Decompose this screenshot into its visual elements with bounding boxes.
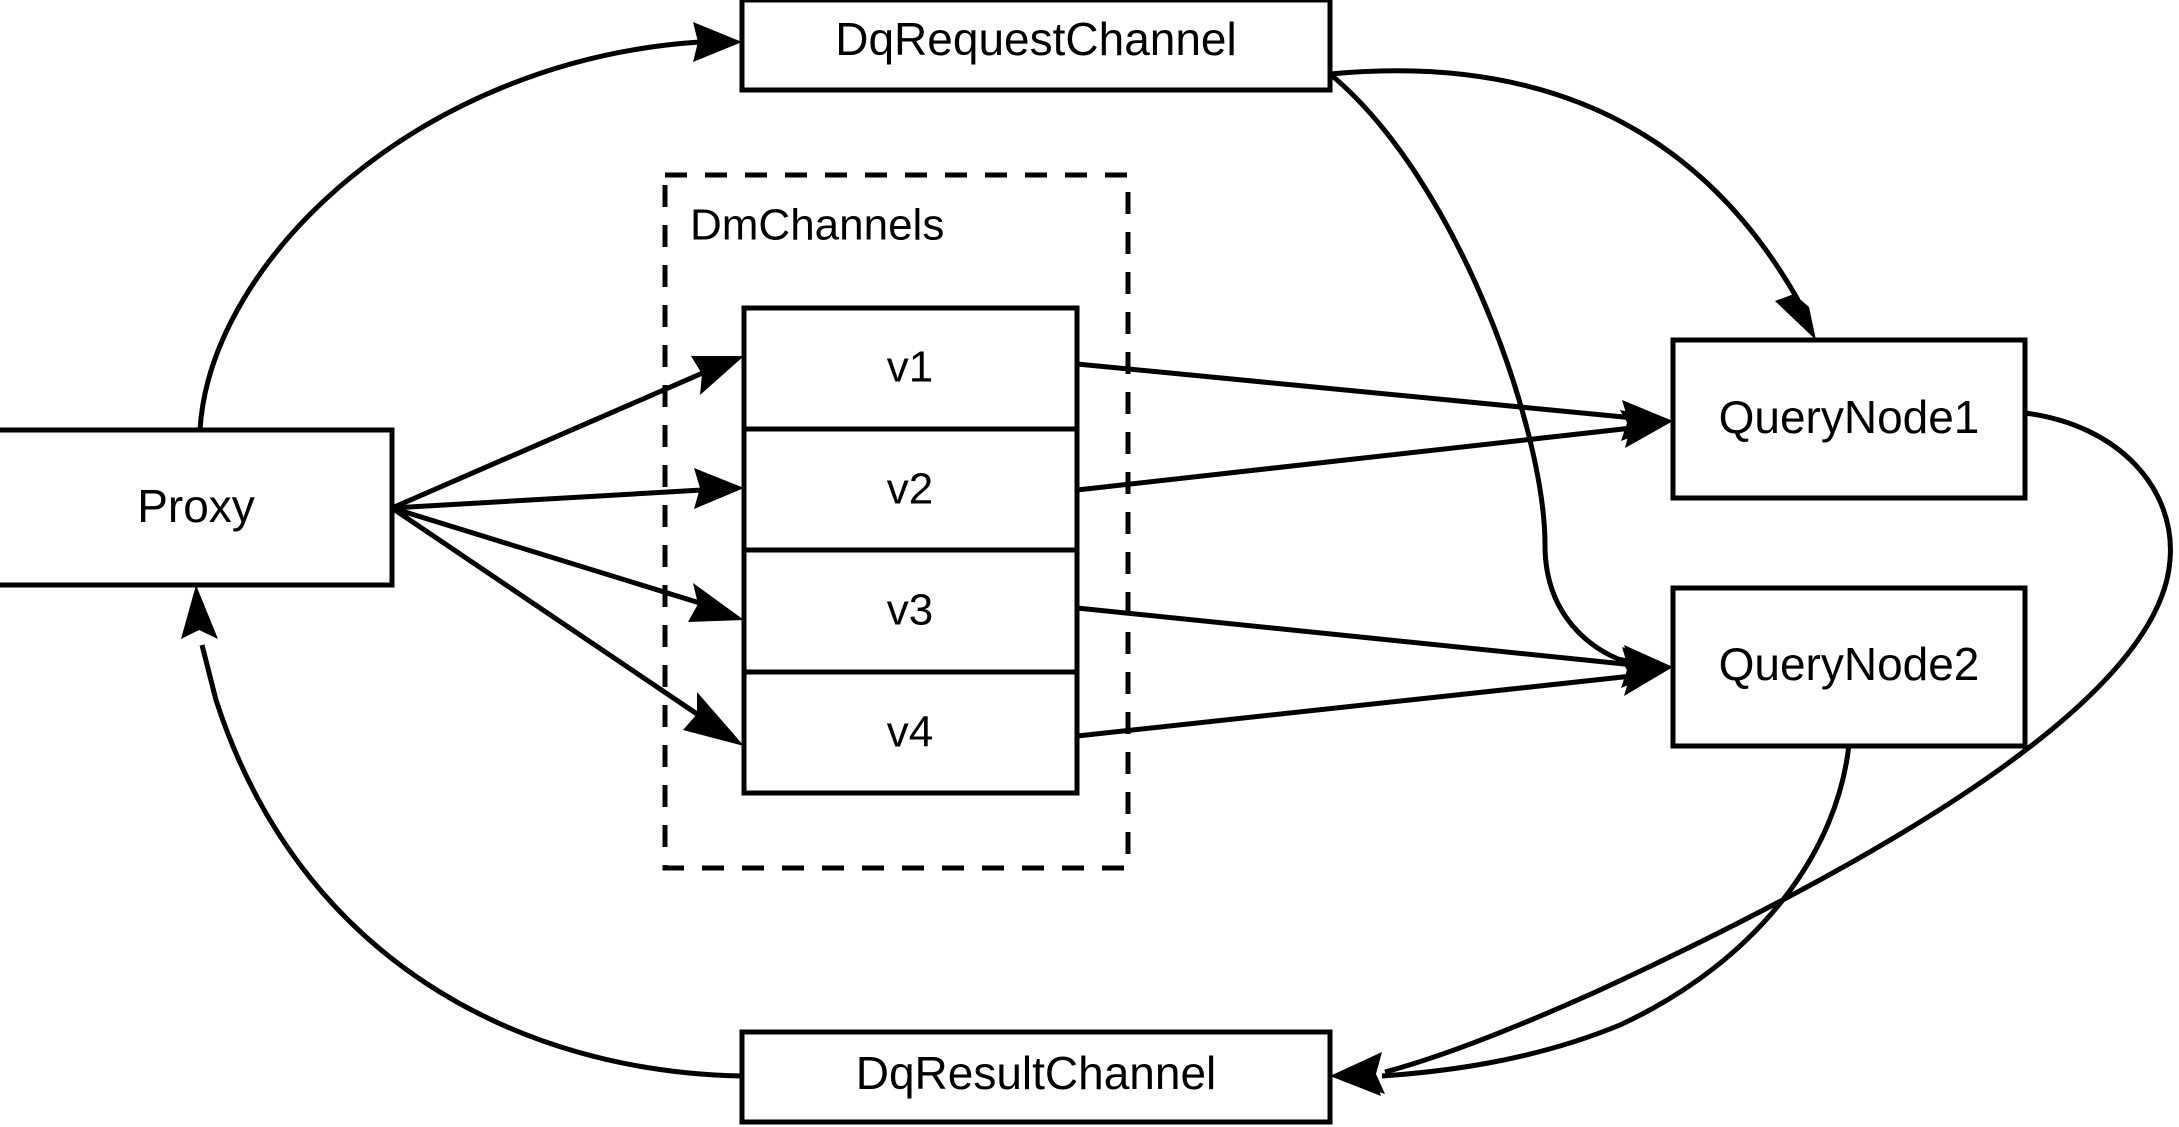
node-query-node-2[interactable]: QueryNode2 — [1670, 585, 2028, 749]
query-node-1-box[interactable] — [1670, 337, 2028, 501]
edge-v3-to-querynode2 — [1076, 605, 1673, 688]
query-node-2-box[interactable] — [1670, 585, 2028, 749]
arrowhead-v2-left — [694, 468, 744, 509]
v-channel-label-v2[interactable]: v2 — [887, 465, 933, 514]
dq-request-channel-label: DqRequestChannel — [835, 13, 1237, 65]
arrowhead-dqresultchannel-right-b — [1330, 1055, 1381, 1096]
edge-dqrequestchannel-to-querynode2 — [1328, 72, 1673, 686]
dm-channels-label: DmChannels — [690, 201, 944, 250]
edge-v1-to-querynode1 — [1076, 361, 1673, 441]
node-dq-result-channel[interactable]: DqResultChannel — [739, 1029, 1333, 1125]
query-node-2-label: QueryNode2 — [1719, 638, 1980, 690]
arrowhead-querynode1-left-b — [1620, 410, 1673, 448]
dm-channels-group: DmChannels — [662, 172, 1131, 871]
v-channel-stack: v1 v2 v3 v4 — [741, 305, 1080, 796]
edge-dqresultchannel-to-proxy — [181, 585, 743, 1079]
edge-querynode1-to-dqresultchannel — [1330, 410, 2173, 1094]
proxy-label: Proxy — [137, 480, 255, 532]
arrowhead-v4-left — [683, 692, 744, 746]
v-channel-label-v4[interactable]: v4 — [887, 708, 933, 757]
proxy-box[interactable] — [0, 427, 395, 588]
edge-proxy-to-v1 — [391, 356, 744, 511]
node-query-node-1[interactable]: QueryNode1 — [1670, 337, 2028, 501]
arrowhead-v1-left — [691, 356, 744, 395]
arrowhead-proxy-bottom — [181, 585, 218, 639]
node-proxy[interactable]: Proxy — [0, 427, 395, 588]
dm-channels-border — [662, 172, 1131, 871]
arrowhead-dqrequestchannel-left — [693, 22, 742, 62]
arrowhead-querynode2-left-b — [1620, 657, 1673, 696]
edge-proxy-to-v4 — [390, 505, 744, 746]
edge-proxy-to-v3 — [391, 505, 744, 622]
edge-v4-to-querynode2 — [1076, 657, 1673, 739]
node-dq-request-channel[interactable]: DqRequestChannel — [739, 0, 1333, 93]
v-channel-label-v1[interactable]: v1 — [887, 343, 933, 392]
v-channel-label-v3[interactable]: v3 — [887, 586, 933, 635]
arrowhead-v3-left — [688, 583, 744, 622]
edge-querynode2-to-dqresultchannel — [1330, 743, 1852, 1096]
dq-result-channel-box[interactable] — [739, 1029, 1333, 1125]
query-node-1-label: QueryNode1 — [1719, 391, 1980, 443]
edge-proxy-to-v2 — [391, 468, 744, 511]
edge-v2-to-querynode1 — [1076, 410, 1673, 493]
edge-proxy-to-dqrequestchannel — [197, 22, 742, 431]
arrowhead-querynode1-top — [1775, 294, 1816, 340]
dq-result-channel-label: DqResultChannel — [856, 1047, 1217, 1099]
dq-request-channel-box[interactable] — [739, 0, 1333, 93]
edge-dqrequestchannel-to-querynode1 — [1329, 68, 1816, 340]
